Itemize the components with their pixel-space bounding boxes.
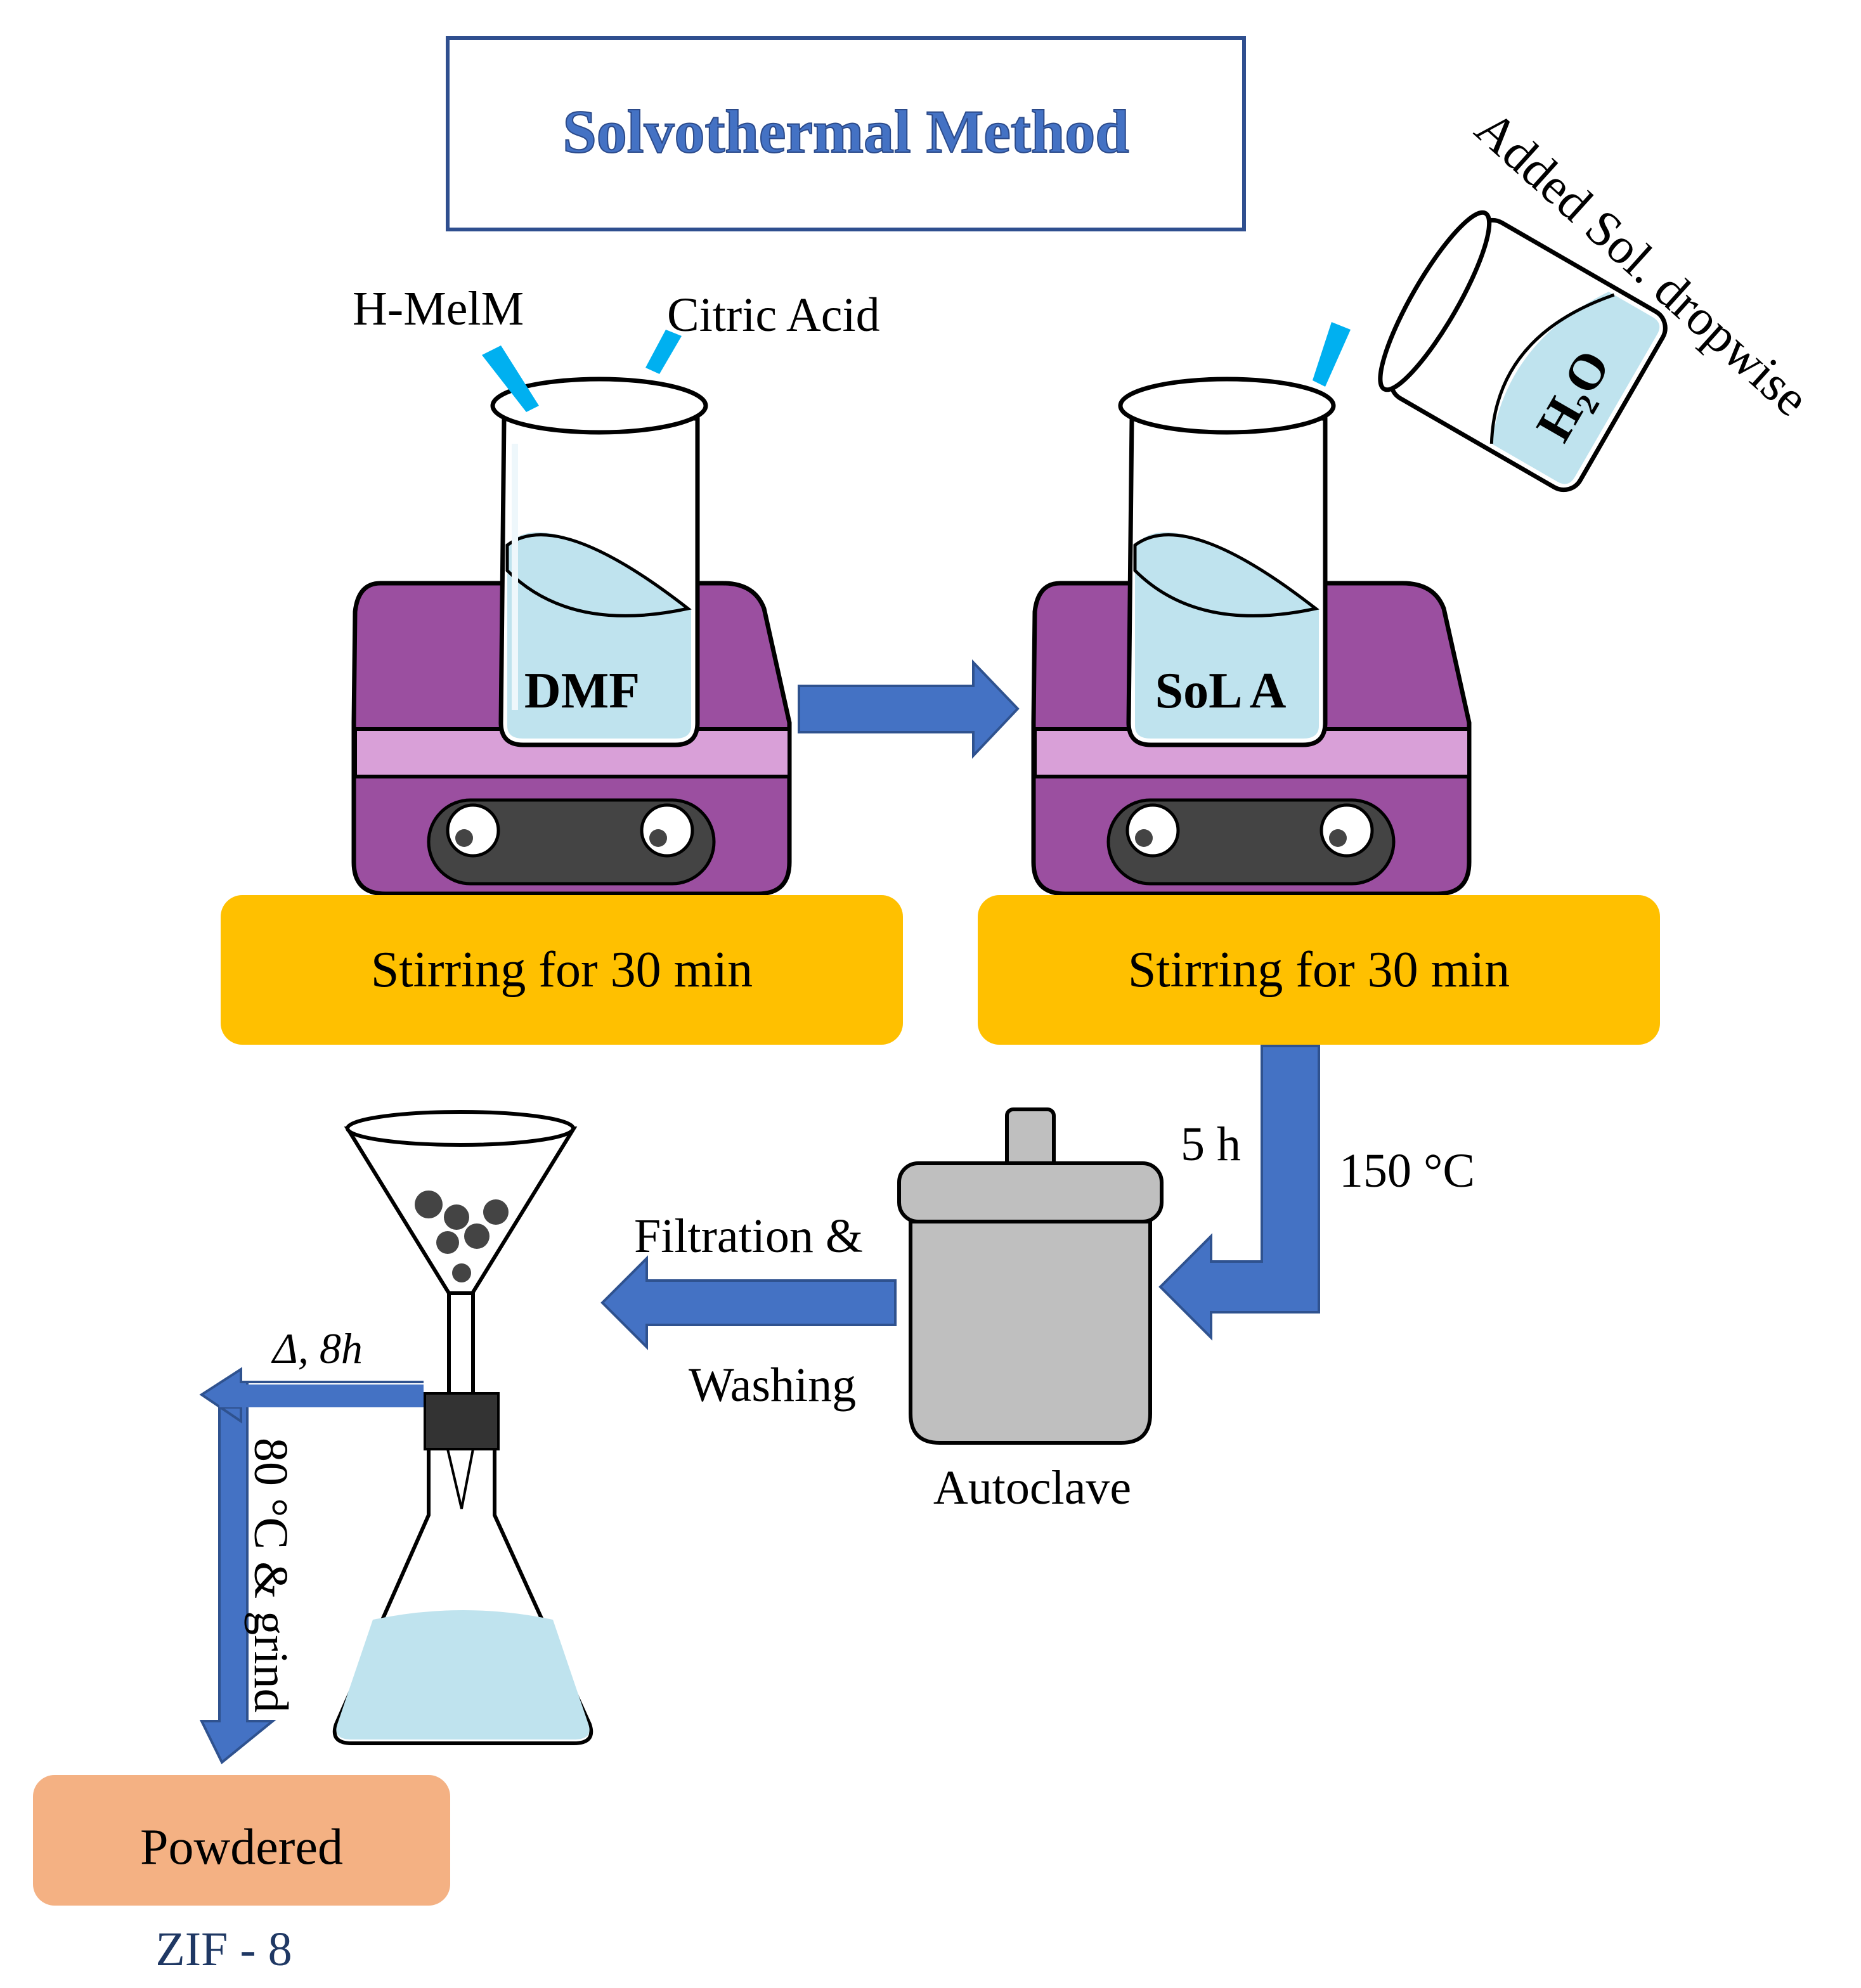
- arrow-elbow-icon: [1158, 1045, 1320, 1341]
- title-box: Solvothermal Method: [446, 36, 1246, 231]
- knob-icon: [1125, 803, 1180, 858]
- h-melm-drop-icon: [482, 345, 539, 412]
- autoclave-temperature: 150 °C: [1339, 1144, 1475, 1197]
- autoclave-time: 5 h: [1181, 1118, 1241, 1171]
- knob-icon: [1320, 803, 1374, 858]
- drying-label: 80 °C & grind: [244, 1438, 297, 1713]
- beaker-sol-a-label: SoL A: [1155, 663, 1287, 719]
- step1-box: Stirring for 30 min: [221, 895, 903, 1045]
- citric-acid-drop-icon: [645, 330, 682, 374]
- drying-condition: Δ, 8h: [271, 1324, 363, 1372]
- step2-box: Stirring for 30 min: [978, 895, 1660, 1045]
- knob-icon: [640, 803, 694, 858]
- filter-funnel-icon: [344, 1110, 578, 1409]
- autoclave-icon: [897, 1107, 1164, 1445]
- beaker-dmf-label: DMF: [524, 663, 640, 719]
- filtration-label-top: Filtration &: [634, 1210, 863, 1263]
- pour-stream-icon: [1313, 322, 1351, 387]
- conical-flask-icon: [332, 1392, 593, 1745]
- step1-label: Stirring for 30 min: [371, 942, 753, 998]
- filtration-label-bottom: Washing: [689, 1359, 856, 1412]
- h-melm-label: H-MelM: [353, 282, 524, 335]
- drying-arrow-shaft: [219, 1384, 424, 1407]
- knob-icon: [446, 803, 500, 858]
- product-box: Powdered: [33, 1775, 450, 1906]
- title: Solvothermal Method: [562, 98, 1129, 165]
- citric-acid-label: Citric Acid: [667, 288, 880, 342]
- beaker-dmf: DMF: [490, 377, 708, 747]
- product-box-label: Powdered: [140, 1819, 343, 1875]
- step2-label: Stirring for 30 min: [1128, 942, 1510, 998]
- autoclave-label: Autoclave: [933, 1461, 1131, 1514]
- beaker-sol-a: SoL A: [1118, 377, 1336, 747]
- arrow-right-icon: [798, 659, 1020, 759]
- arrow-left-icon: [600, 1255, 897, 1350]
- arrow-down-elbow-icon: [199, 1367, 424, 1765]
- product-name: ZIF - 8: [155, 1923, 292, 1976]
- beaker-water: H₂O: [1378, 210, 1668, 493]
